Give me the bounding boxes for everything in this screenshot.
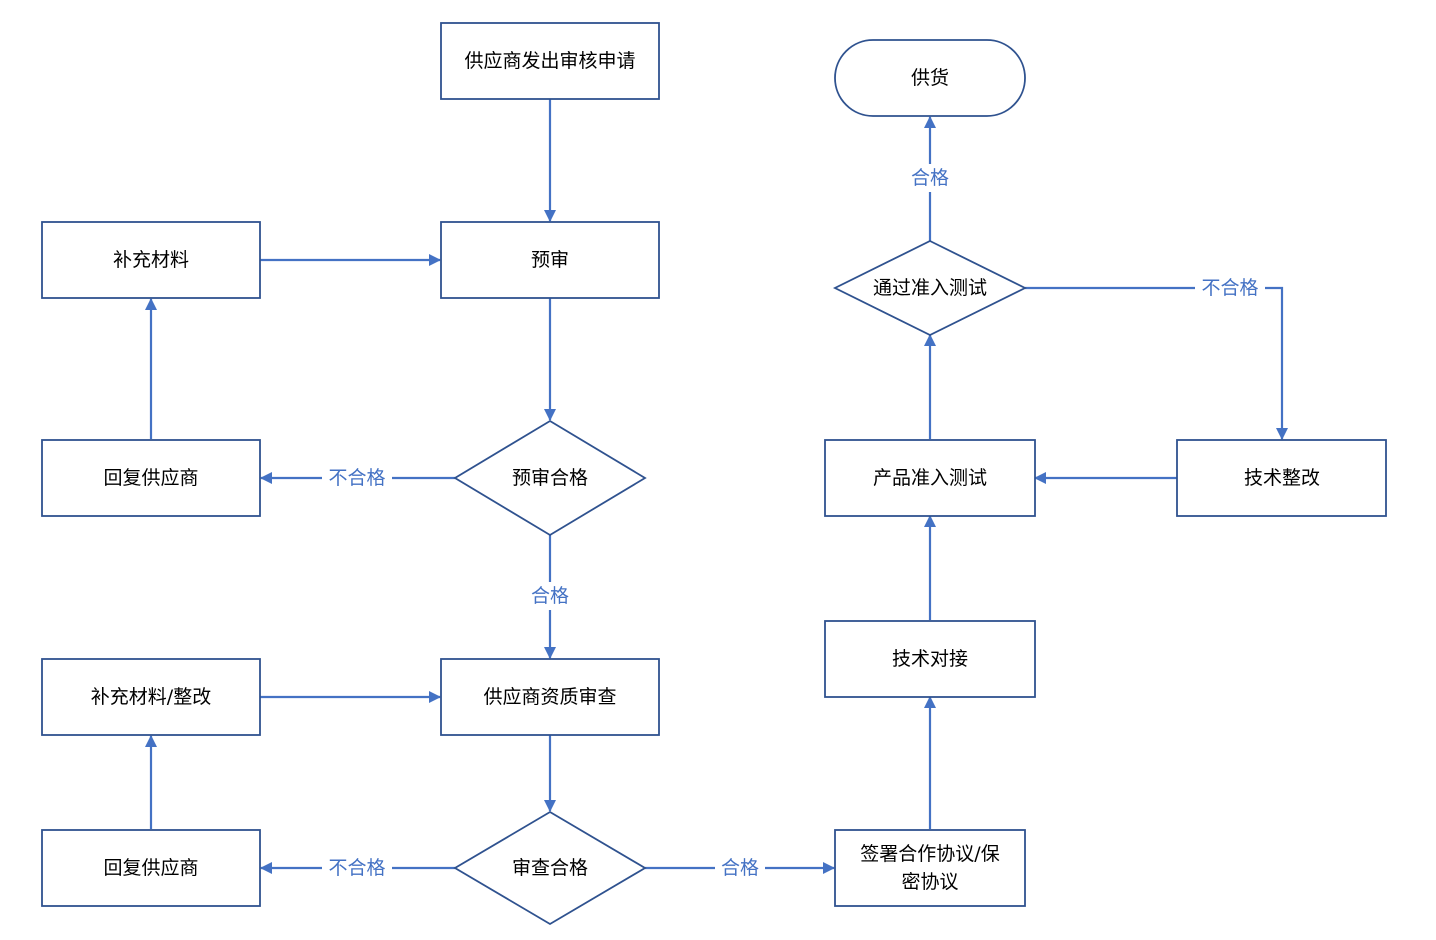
label-supplement: 补充材料 [113, 249, 189, 271]
label-product-test: 产品准入测试 [873, 467, 987, 489]
label-supplement-fix: 补充材料/整改 [91, 686, 211, 708]
node-reply-1 [41, 439, 261, 517]
node-pre-review [440, 221, 660, 299]
edge-label-fail-3: 不合格 [1201, 277, 1258, 299]
edge-passtest-fail [1025, 286, 1288, 440]
edge-label-pass-3: 合格 [911, 167, 949, 189]
node-apply [440, 22, 660, 100]
label-pre-review: 预审 [531, 249, 569, 271]
label-sign-line2: 密协议 [901, 871, 958, 893]
label-pass-test: 通过准入测试 [873, 277, 987, 299]
node-pre-review-pass [453, 419, 647, 537]
label-sign-line1: 签署合作协议/保 [860, 843, 999, 865]
label-reply-2: 回复供应商 [103, 857, 198, 879]
edge-label-pass-1: 合格 [531, 585, 569, 607]
edge-label-pass-2: 合格 [721, 857, 759, 879]
label-review-pass: 审查合格 [512, 857, 588, 879]
node-reply-2 [41, 829, 261, 907]
label-pre-review-pass: 预审合格 [512, 467, 588, 489]
node-supply [834, 39, 1026, 117]
node-tech-rectify [1176, 439, 1387, 517]
node-supplement-fix [41, 658, 261, 736]
label-tech-docking: 技术对接 [892, 648, 968, 670]
node-tech-docking [824, 620, 1036, 698]
label-supply: 供货 [911, 67, 949, 89]
label-qualification-review: 供应商资质审查 [483, 686, 616, 708]
label-apply: 供应商发出审核申请 [464, 50, 635, 72]
node-sign [834, 829, 1026, 907]
node-supplement [41, 221, 261, 299]
label-tech-rectify: 技术整改 [1244, 467, 1320, 489]
node-pass-test [832, 239, 1028, 337]
edge-label-fail-1: 不合格 [328, 467, 385, 489]
node-product-test [824, 439, 1036, 517]
node-review-pass [453, 810, 647, 926]
node-qualification-review [440, 658, 660, 736]
edge-label-fail-2: 不合格 [328, 857, 385, 879]
label-reply-1: 回复供应商 [103, 467, 198, 489]
